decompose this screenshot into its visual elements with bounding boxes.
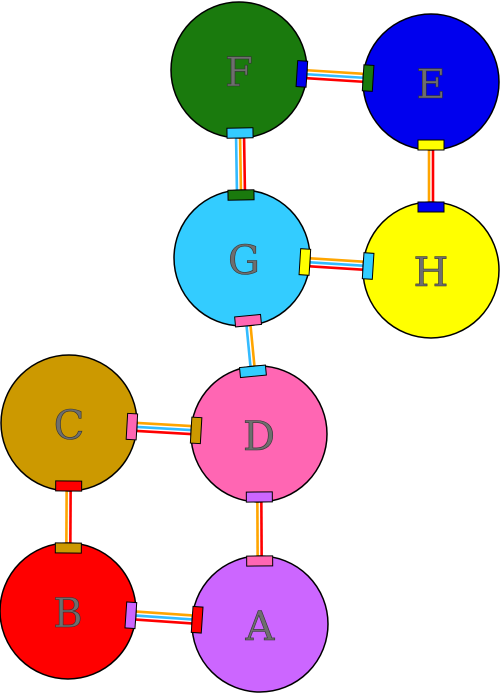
port-g-to-d	[234, 313, 263, 328]
edge-strand	[307, 68, 364, 76]
edge-layer	[65, 68, 435, 625]
port-c-to-d	[125, 412, 139, 441]
port-e-to-f	[361, 64, 375, 92]
port-g-to-f	[227, 189, 255, 201]
node-label-f: F	[225, 50, 253, 96]
port-h-to-g	[361, 252, 375, 280]
edge-strand	[135, 614, 193, 621]
port-e-to-h	[417, 139, 445, 151]
node-label-e: E	[416, 62, 445, 108]
edge-D-A	[256, 501, 263, 557]
edge-strand	[136, 425, 192, 432]
edge-F-G	[234, 137, 247, 191]
port-d-to-a	[245, 491, 273, 503]
edge-E-H	[427, 150, 435, 202]
edge-strand	[135, 618, 192, 625]
edge-strand	[309, 265, 363, 271]
node-label-h: H	[414, 250, 449, 296]
edge-strand	[309, 261, 364, 267]
edge-C-D	[136, 421, 192, 436]
port-b-to-a	[124, 601, 138, 630]
port-c-to-b	[55, 480, 83, 492]
edge-strand	[249, 325, 256, 367]
port-h-to-e	[417, 201, 445, 213]
node-label-a: A	[245, 604, 276, 650]
edge-C-B	[65, 490, 72, 544]
node-label-c: C	[54, 403, 85, 449]
port-d-to-c	[189, 416, 203, 445]
edge-strand	[136, 610, 193, 617]
port-d-to-g	[238, 364, 267, 379]
edge-B-A	[135, 610, 193, 625]
port-g-to-h	[298, 248, 312, 276]
edge-strand	[306, 72, 364, 80]
port-a-to-d	[246, 555, 274, 567]
port-layer	[54, 60, 445, 634]
edge-strand	[245, 325, 252, 367]
edge-strand	[306, 76, 363, 84]
port-f-to-g	[226, 127, 254, 139]
edge-F-E	[306, 68, 364, 84]
edge-strand	[242, 137, 247, 190]
port-b-to-c	[54, 542, 82, 554]
port-f-to-e	[295, 60, 309, 88]
edge-strand	[136, 429, 191, 436]
edge-strand	[238, 137, 243, 191]
node-label-g: G	[228, 238, 260, 284]
edge-strand	[234, 138, 239, 191]
edge-strand	[137, 421, 192, 428]
label-layer: A B C D E F G H	[53, 50, 449, 651]
edge-G-H	[309, 257, 364, 271]
edge-strand	[310, 257, 364, 263]
node-label-d: D	[243, 414, 275, 460]
edge-G-D	[245, 325, 256, 367]
port-a-to-b	[190, 605, 204, 634]
node-label-b: B	[53, 591, 82, 637]
